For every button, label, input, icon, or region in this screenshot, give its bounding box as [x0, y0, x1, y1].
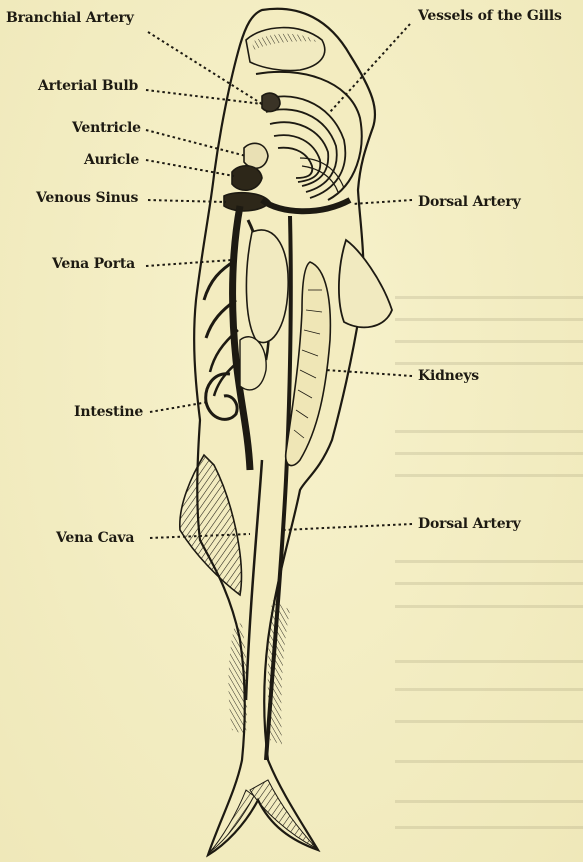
label-branchial-artery: Branchial Artery [6, 10, 134, 26]
label-dorsal-artery-upper: Dorsal Artery [418, 194, 521, 210]
label-ventricle: Ventricle [72, 120, 141, 136]
arterial-bulb-shape [262, 93, 280, 111]
auricle-shape [232, 166, 262, 191]
label-arterial-bulb: Arterial Bulb [38, 78, 138, 94]
label-dorsal-artery-lower: Dorsal Artery [418, 516, 521, 532]
label-kidneys: Kidneys [418, 368, 479, 384]
label-vena-cava: Vena Cava [56, 530, 134, 546]
label-vessels-of-the-gills: Vessels of the Gills [418, 8, 562, 24]
ventricle-shape [244, 143, 268, 168]
label-venous-sinus: Venous Sinus [36, 190, 138, 206]
label-vena-porta: Vena Porta [52, 256, 135, 272]
label-intestine: Intestine [74, 404, 143, 420]
label-auricle: Auricle [84, 152, 139, 168]
leader-dorsal-artery-lower [282, 524, 412, 530]
pectoral-fin-right [339, 240, 392, 327]
leader-dorsal-artery-upper [352, 200, 412, 204]
